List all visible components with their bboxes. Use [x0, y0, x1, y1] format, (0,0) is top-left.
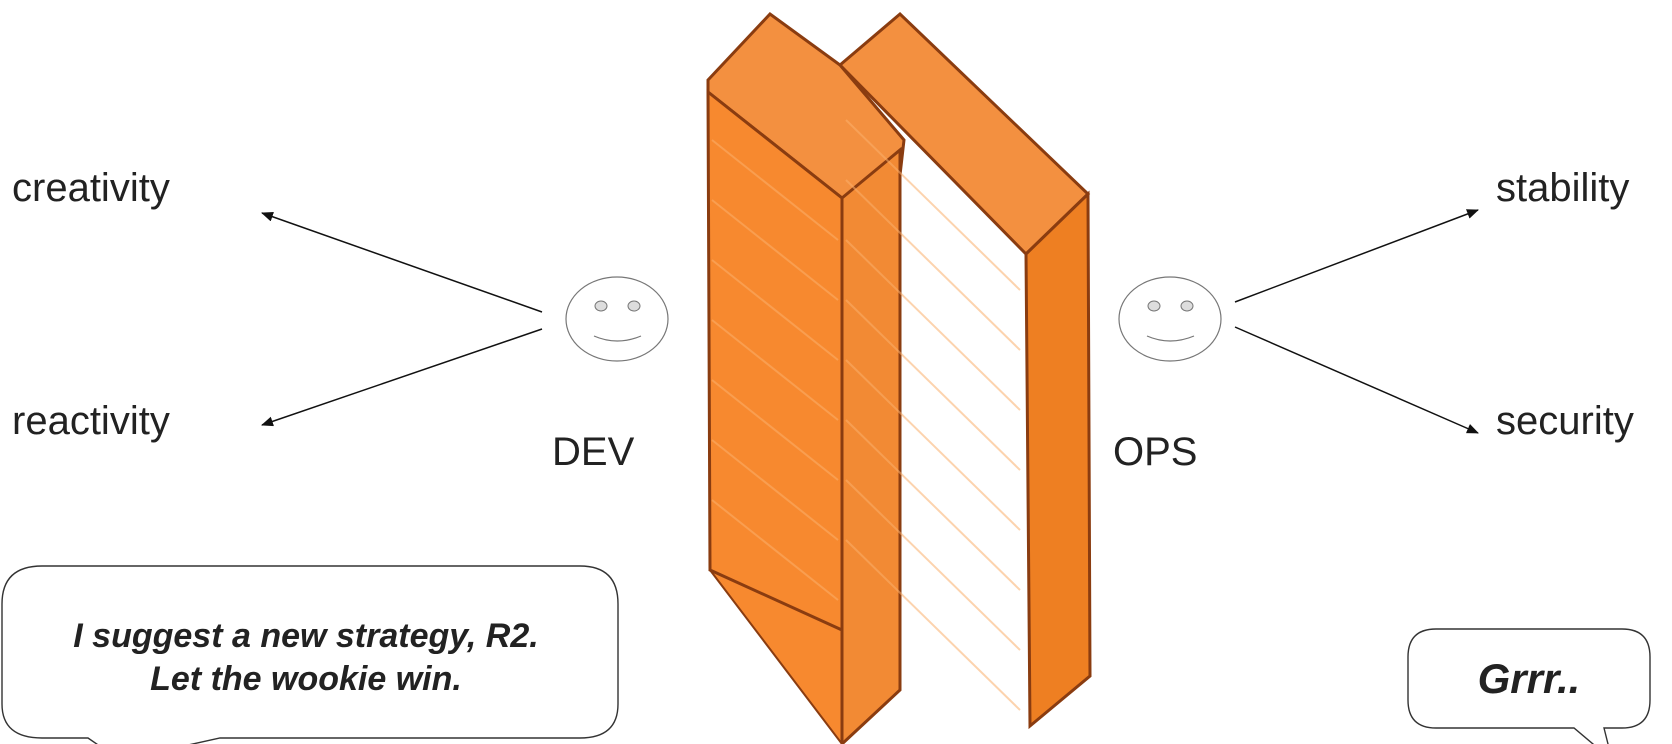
arrow-dev-to-reactivity — [261, 328, 543, 427]
wall-icon — [706, 11, 1092, 744]
dev-speech-bubble: I suggest a new strategy, R2. Let the wo… — [1, 565, 619, 744]
ops-smiley-icon — [1118, 276, 1222, 362]
dev-goal-reactivity: reactivity — [12, 399, 170, 443]
ops-goal-stability: stability — [1496, 166, 1629, 210]
ops-speech-bubble: Grrr.. — [1407, 628, 1651, 744]
dev-goal-creativity: creativity — [12, 166, 170, 210]
ops-speech-line: Grrr.. — [1478, 655, 1581, 702]
arrow-ops-to-stability — [1234, 209, 1479, 303]
dev-smiley-icon — [565, 276, 669, 362]
arrow-dev-to-creativity — [261, 211, 543, 313]
ops-label: OPS — [1113, 430, 1197, 474]
arrow-ops-to-security — [1234, 326, 1479, 434]
ops-goal-security: security — [1496, 399, 1634, 443]
dev-label: DEV — [552, 430, 635, 474]
dev-speech-line-2: Let the wookie win. — [150, 660, 462, 698]
dev-speech-line-1: I suggest a new strategy, R2. — [73, 617, 538, 655]
